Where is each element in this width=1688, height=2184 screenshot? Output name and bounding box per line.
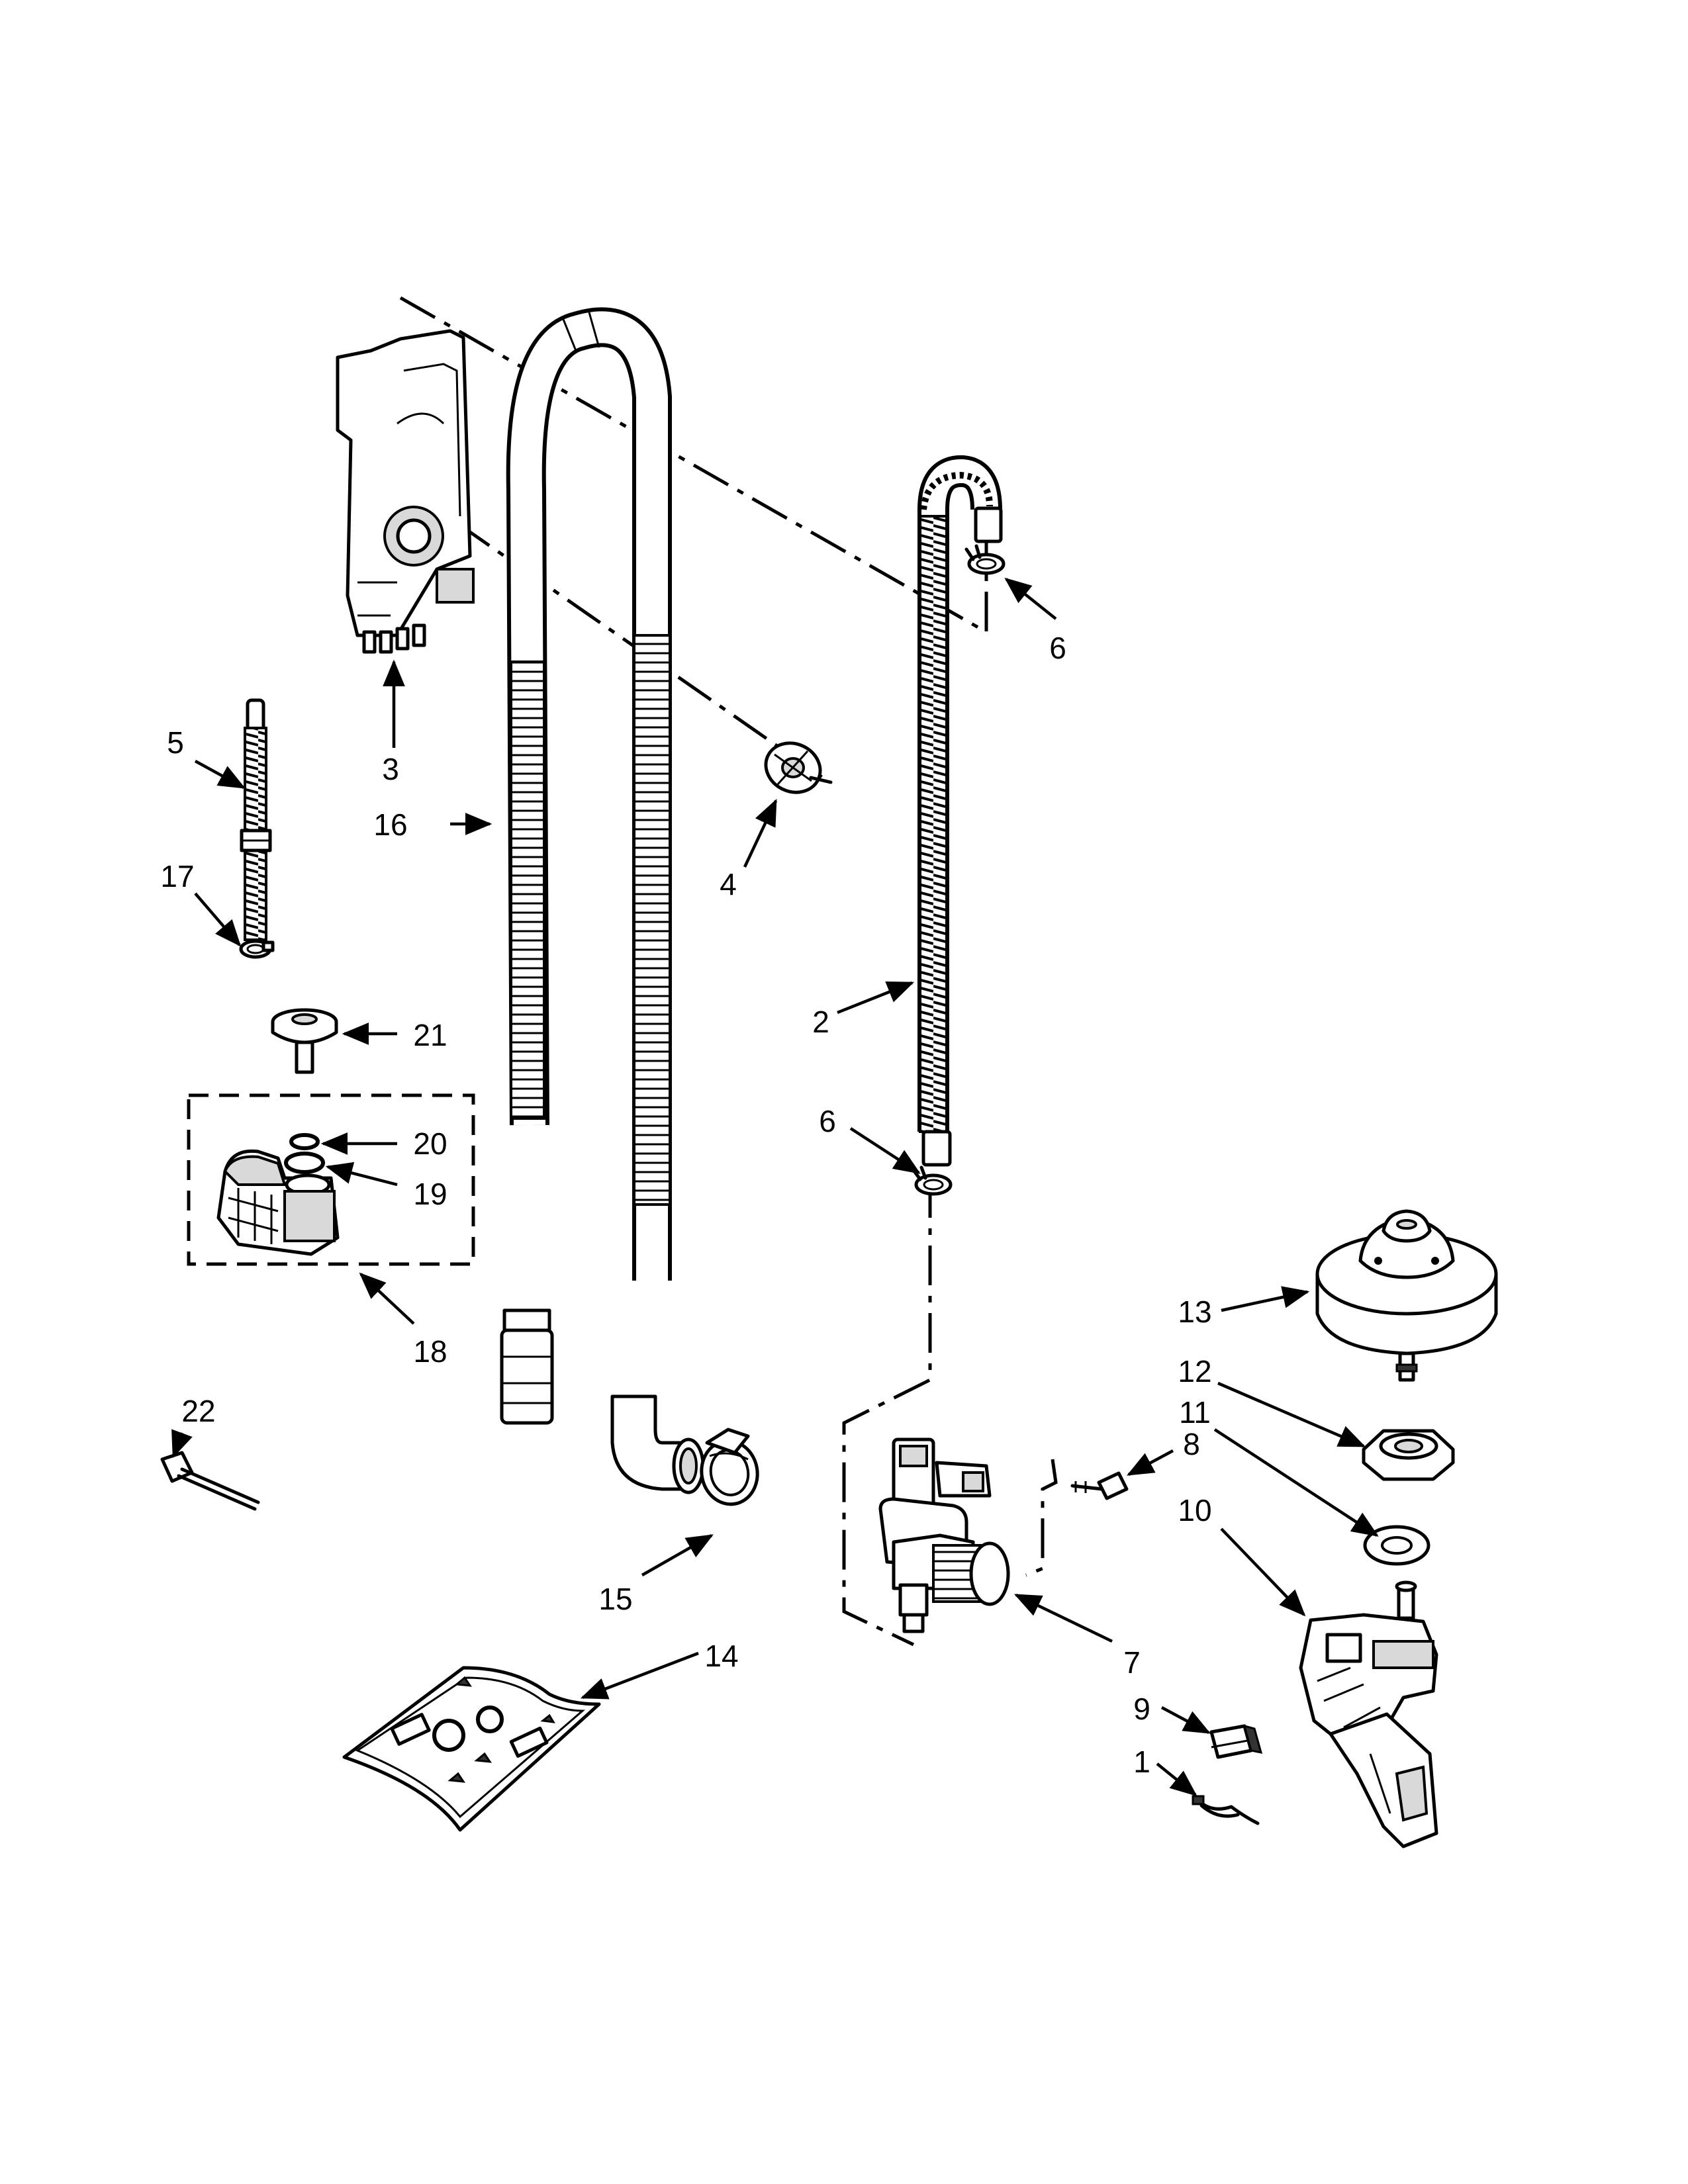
callout-6-bottom: 6 xyxy=(819,1104,836,1138)
part-7-inlet-valve xyxy=(878,1437,1010,1633)
part-14-hardware-bag xyxy=(342,1666,601,1832)
part-19-o-ring xyxy=(284,1152,325,1174)
leader-6b xyxy=(849,1127,921,1174)
part-20-o-ring xyxy=(289,1133,320,1150)
callout-8: 8 xyxy=(1183,1427,1200,1461)
assembly-18-boundary xyxy=(187,1093,475,1266)
callout-13: 13 xyxy=(1178,1295,1211,1329)
callout-9: 9 xyxy=(1133,1692,1150,1726)
leader-13 xyxy=(1221,1286,1310,1312)
alignment-line-valve xyxy=(842,1178,932,1647)
callout-3: 3 xyxy=(382,752,399,786)
callout-20: 20 xyxy=(413,1126,447,1161)
leader-6a xyxy=(1004,577,1057,620)
callout-14: 14 xyxy=(704,1639,738,1673)
vent-housing-bosses xyxy=(362,623,426,654)
leader-7 xyxy=(1013,1593,1113,1643)
leader-4 xyxy=(743,798,778,868)
part-3-vent-housing xyxy=(336,329,475,654)
leader-8 xyxy=(1127,1449,1174,1476)
drain-hose-left-end xyxy=(500,1308,554,1425)
part-22-sensor-probe xyxy=(160,1451,260,1511)
part-15-hose-clamp xyxy=(700,1428,759,1506)
callout-19: 19 xyxy=(413,1177,447,1211)
part-5-vent-tube xyxy=(240,698,272,941)
callout-10: 10 xyxy=(1178,1493,1211,1527)
leader-11 xyxy=(1213,1428,1379,1537)
leader-19 xyxy=(325,1161,398,1187)
part-16-drain-hose xyxy=(500,307,705,1494)
callout-5: 5 xyxy=(167,725,184,760)
part-2-fill-hose xyxy=(917,455,1003,1167)
callout-15: 15 xyxy=(598,1582,632,1616)
part-10-switch-bracket xyxy=(1299,1580,1438,1848)
leader-2 xyxy=(837,981,915,1015)
leader-14 xyxy=(580,1651,699,1700)
part-13-float xyxy=(1315,1209,1498,1382)
callout-6-top: 6 xyxy=(1049,631,1066,665)
part-12-nut xyxy=(1362,1429,1455,1481)
callout-16: 16 xyxy=(373,807,407,842)
part-21-cap xyxy=(271,1008,338,1074)
leader-lines xyxy=(171,577,1379,1797)
callout-1: 1 xyxy=(1133,1745,1150,1779)
leader-15 xyxy=(641,1534,714,1576)
leader-1 xyxy=(1156,1762,1197,1797)
leader-22 xyxy=(171,1429,193,1459)
part-18-assembly xyxy=(187,1093,475,1266)
callout-17: 17 xyxy=(160,859,194,893)
leader-17 xyxy=(194,892,242,947)
callout-21: 21 xyxy=(413,1018,447,1052)
callout-12: 12 xyxy=(1178,1354,1211,1388)
leader-18 xyxy=(359,1272,415,1325)
leader-10 xyxy=(1220,1527,1306,1617)
callout-11: 11 xyxy=(1179,1395,1211,1430)
part-6-clamp-bottom xyxy=(912,1165,953,1196)
part-17-clamp xyxy=(239,939,275,959)
part-9-micro-switch xyxy=(1209,1724,1263,1759)
alignment-line-top xyxy=(399,296,988,635)
leader-5 xyxy=(194,760,246,789)
leader-12 xyxy=(1217,1381,1366,1448)
callout-22: 22 xyxy=(181,1394,215,1428)
callout-18: 18 xyxy=(413,1334,447,1369)
callout-2: 2 xyxy=(812,1005,829,1039)
part-6-clamp-top xyxy=(964,544,1006,575)
leader-9 xyxy=(1160,1706,1211,1734)
callout-4: 4 xyxy=(720,867,737,901)
part-1-wire xyxy=(1192,1795,1260,1825)
assembly-18-body xyxy=(216,1149,340,1256)
alignment-line-screw xyxy=(1025,1459,1058,1577)
drain-hose-elbow-end xyxy=(610,1394,705,1494)
part-8-screw xyxy=(1070,1471,1129,1500)
callout-labels: 3 16 5 17 21 20 19 18 22 4 2 6 6 15 14 7… xyxy=(160,631,1211,1779)
part-4-filter-disc xyxy=(764,741,833,794)
part-11-washer xyxy=(1363,1525,1430,1566)
bag-contents xyxy=(390,1676,555,1783)
callout-7: 7 xyxy=(1123,1645,1141,1680)
